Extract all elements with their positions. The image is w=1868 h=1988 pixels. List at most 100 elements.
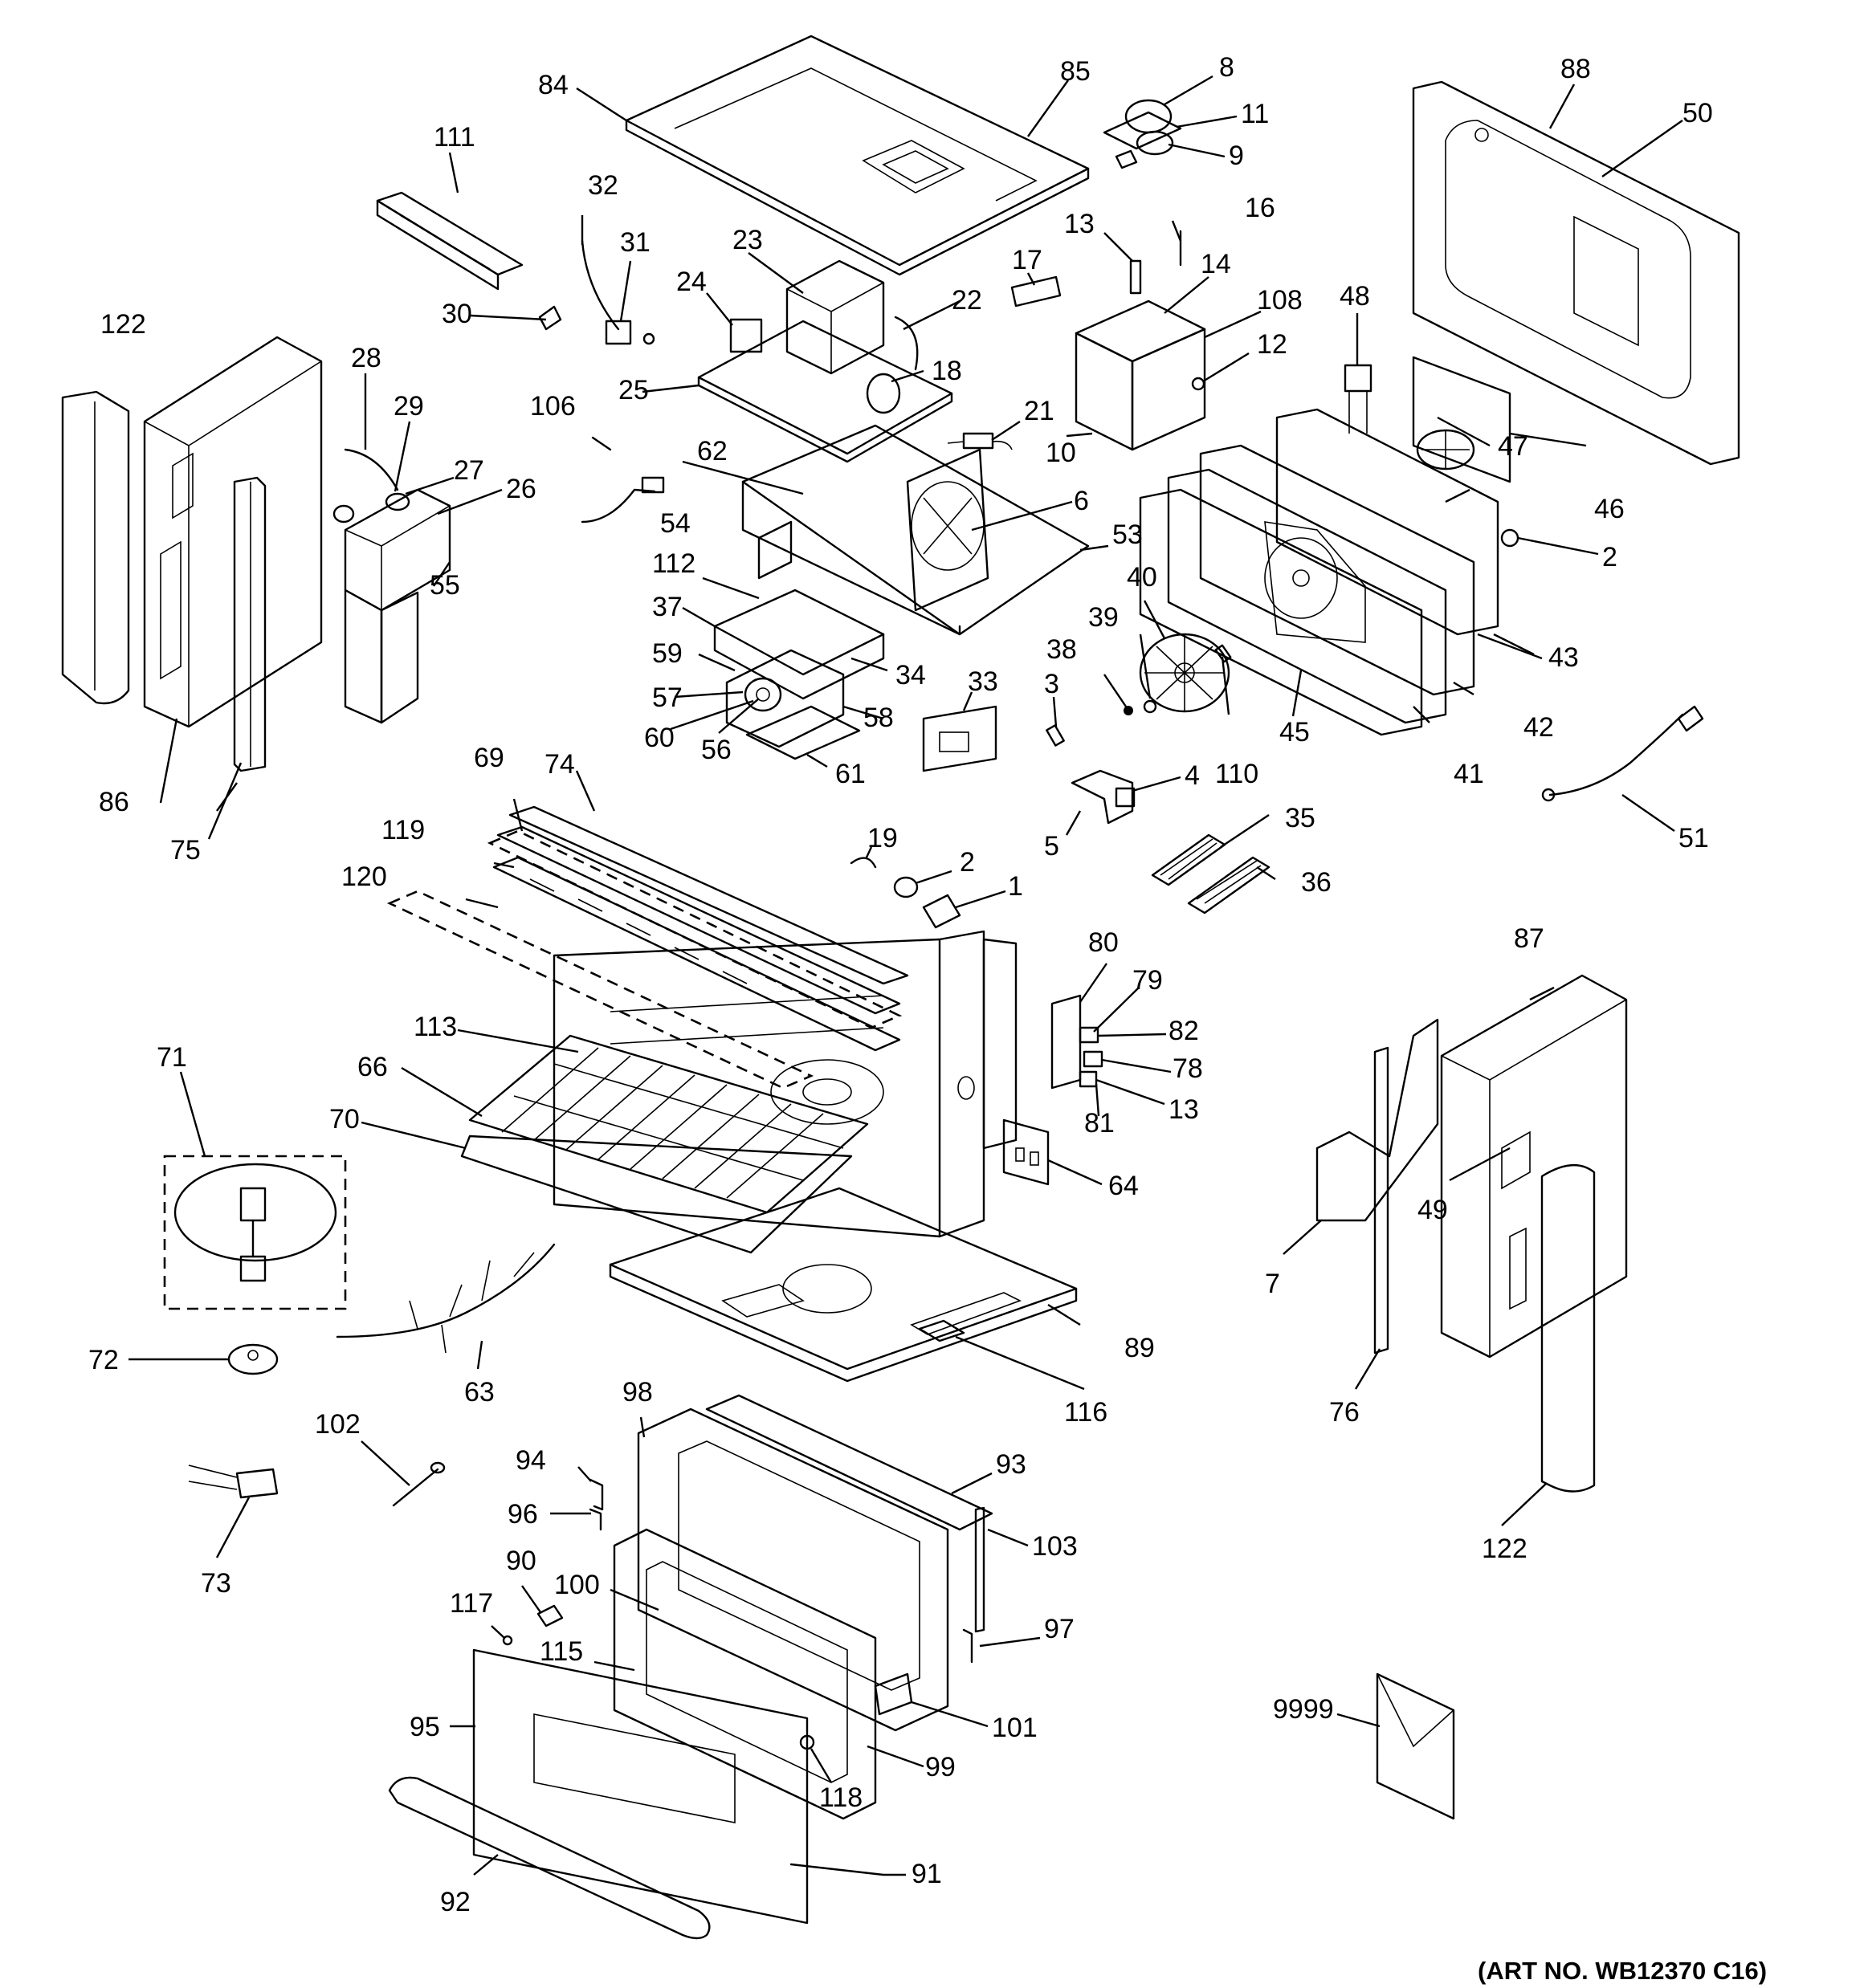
callout-45: 45: [1279, 717, 1310, 748]
callout-86: 86: [99, 787, 129, 817]
callout-64: 64: [1108, 1171, 1139, 1201]
callout-25: 25: [618, 375, 649, 405]
door-rod: [789, 1863, 885, 1876]
callout-92: 92: [440, 1887, 471, 1917]
callout-11: 11: [1241, 99, 1269, 129]
callout-55: 55: [430, 570, 460, 601]
callout-62: 62: [697, 436, 728, 466]
magnetron-bracket: [1010, 230, 1206, 451]
callout-122-right: 122: [1482, 1534, 1527, 1564]
callout-58: 58: [863, 703, 894, 733]
door-handle: [388, 1776, 711, 1940]
callout-33: 33: [968, 666, 998, 697]
callout-14: 14: [1201, 249, 1231, 279]
callout-78: 78: [1173, 1053, 1203, 1084]
callout-96: 96: [508, 1499, 538, 1530]
callout-97: 97: [1044, 1614, 1075, 1644]
callout-66: 66: [357, 1052, 388, 1082]
callout-labels: 84 85 8 11 9 88 50 111 32 31 23 13 16 17…: [88, 52, 1767, 1985]
callout-18: 18: [932, 356, 962, 386]
callout-4: 4: [1185, 760, 1200, 791]
callout-34: 34: [895, 660, 926, 691]
callout-79: 79: [1132, 965, 1163, 996]
control-board-assembly: [697, 259, 953, 463]
callout-32: 32: [588, 170, 618, 201]
thermostat: [1103, 99, 1182, 169]
callout-6: 6: [1074, 486, 1089, 516]
callout-118: 118: [819, 1782, 863, 1813]
callout-40: 40: [1127, 562, 1157, 593]
door-switch-wire: [538, 239, 655, 345]
door-latch-assembly: [1050, 994, 1103, 1090]
callout-57: 57: [652, 682, 683, 713]
callout-51: 51: [1678, 823, 1709, 853]
thermal-fuse: [188, 1465, 279, 1499]
callout-56: 56: [701, 735, 732, 765]
callout-36: 36: [1301, 867, 1332, 898]
callout-29: 29: [394, 391, 424, 422]
callout-80: 80: [1088, 927, 1119, 958]
callout-63: 63: [464, 1377, 495, 1407]
back-panel: [1412, 80, 1740, 466]
outer-door-glass: [472, 1648, 809, 1925]
callout-112: 112: [652, 548, 695, 579]
callout-38: 38: [1046, 634, 1077, 665]
callout-94: 94: [516, 1445, 546, 1476]
callout-39: 39: [1088, 602, 1119, 633]
ribbon-cables: [1151, 833, 1270, 915]
callout-89: 89: [1124, 1333, 1155, 1363]
oven-cavity: [553, 930, 1018, 1238]
callout-3: 3: [1044, 669, 1059, 699]
callout-9999: 9999: [1273, 1694, 1334, 1725]
callout-103: 103: [1032, 1531, 1078, 1562]
callout-30: 30: [442, 299, 472, 329]
fan-and-hardware: [1046, 633, 1230, 825]
callout-98: 98: [622, 1377, 653, 1407]
turntable-kit: [163, 1155, 347, 1310]
callout-7: 7: [1265, 1269, 1280, 1299]
callout-8: 8: [1219, 52, 1234, 83]
callout-91: 91: [912, 1859, 942, 1889]
callout-59: 59: [652, 638, 683, 669]
turntable-motor: [227, 1343, 279, 1375]
callout-108: 108: [1257, 285, 1303, 316]
callout-76: 76: [1329, 1397, 1360, 1428]
callout-35: 35: [1285, 803, 1315, 833]
callout-27: 27: [454, 455, 484, 486]
callout-100: 100: [554, 1570, 600, 1600]
bottom-rail: [918, 1319, 965, 1342]
cavity-top-controls: [850, 857, 961, 929]
callout-71: 71: [157, 1042, 187, 1073]
callout-69: 69: [474, 743, 504, 773]
fan-motor-bracket: [1412, 356, 1511, 483]
callout-5: 5: [1044, 831, 1059, 862]
power-cord: [1541, 705, 1704, 802]
callout-101: 101: [992, 1713, 1038, 1743]
control-keypad: [922, 705, 997, 772]
callout-119: 119: [381, 815, 425, 845]
callout-23: 23: [732, 225, 763, 255]
callout-28: 28: [351, 343, 381, 373]
callout-13-latch: 13: [1169, 1094, 1199, 1125]
rear-wall-panels: [1139, 408, 1519, 736]
callout-9: 9: [1229, 141, 1244, 171]
left-side-panel: [143, 336, 323, 728]
hinge-hardware: [502, 1478, 973, 1664]
callout-41: 41: [1454, 759, 1484, 789]
bottom-pan: [609, 1187, 1078, 1383]
callout-73: 73: [201, 1568, 231, 1599]
callout-17: 17: [1012, 245, 1042, 275]
art-number: (ART NO. WB12370 C16): [1478, 1957, 1767, 1985]
callout-61: 61: [835, 759, 866, 789]
callout-21: 21: [1024, 396, 1054, 426]
callout-85: 85: [1060, 56, 1091, 87]
wire-connector: [1344, 364, 1372, 434]
inner-door: [613, 1528, 913, 1820]
callout-113: 113: [414, 1012, 457, 1042]
callout-53: 53: [1112, 519, 1143, 550]
callout-48: 48: [1340, 281, 1370, 312]
callout-111: 111: [434, 122, 475, 153]
rack-support: [460, 1135, 853, 1254]
callout-46: 46: [1594, 494, 1625, 524]
